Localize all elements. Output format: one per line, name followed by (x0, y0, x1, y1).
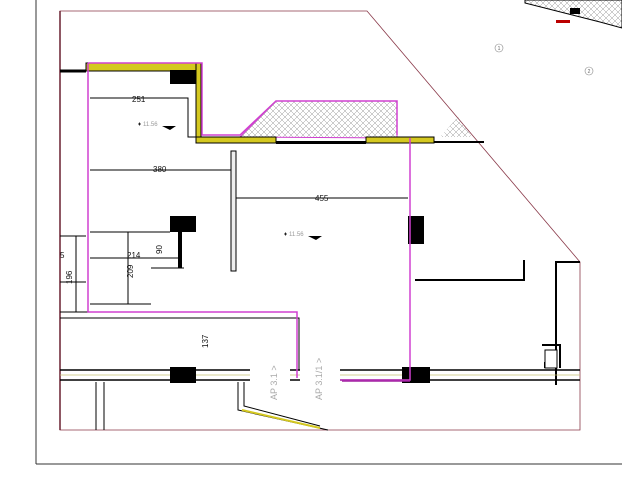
dimension-90: 90 (155, 245, 164, 254)
level-arrow-icon (162, 126, 176, 130)
dimension-455: 455 (315, 194, 329, 203)
level-marker-2: 11.56 (284, 232, 322, 240)
dimension-137: 137 (201, 334, 210, 348)
apartment-label-3-1-1: AP 3.1/1 > (314, 358, 324, 400)
dimension-380: 380 (153, 165, 167, 174)
site-plan-snippet (524, 0, 622, 29)
grid-marker-1: 1 (494, 43, 504, 53)
dimension-209: 209 (126, 264, 135, 278)
grid-marker-2: 2 (584, 66, 594, 76)
terrace-hatch (238, 100, 398, 139)
terrace-hatch-right (440, 117, 472, 137)
dimension-5: 5 (60, 251, 65, 260)
dimension-214: 214 (127, 251, 141, 260)
level-arrow-icon (138, 122, 141, 126)
level-arrow-icon (308, 236, 322, 240)
dimension-251: 251 (132, 95, 146, 104)
level-marker-1: 11.56 (138, 122, 176, 130)
level-marker: 11.56 (143, 122, 158, 128)
apartment-boundary (87, 62, 411, 381)
interior-walls (60, 97, 580, 431)
level-arrow-icon (284, 232, 287, 236)
apartment-label-3-1: AP 3.1 > (269, 365, 279, 400)
page-border (35, 0, 622, 465)
grid-marker-2-label: 2 (588, 69, 591, 75)
grid-marker-1-label: 1 (498, 46, 501, 52)
level-marker: 11.56 (289, 232, 304, 238)
dimension-196: 196 (65, 270, 74, 284)
